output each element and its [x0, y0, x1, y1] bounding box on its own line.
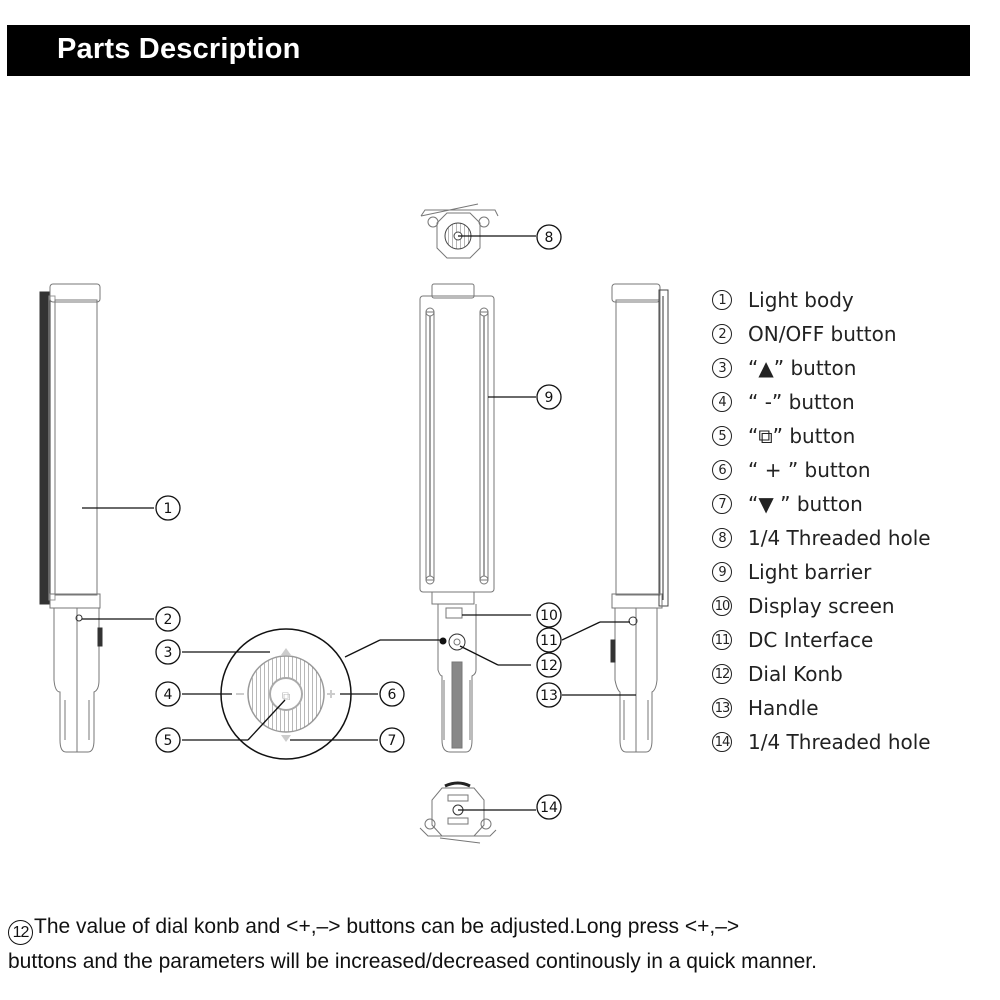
light-side-view-left — [39, 283, 103, 753]
legend-label: “▲” button — [748, 356, 857, 380]
legend-number: 3 — [712, 358, 732, 378]
light-side-view-right — [610, 283, 669, 753]
dial-detail-magnified: ⧉ — [220, 628, 441, 760]
legend-label: Handle — [748, 696, 819, 720]
legend-item: 11 DC Interface — [712, 623, 1000, 657]
callout-12: 12 — [536, 652, 562, 678]
dc-port-side — [628, 616, 638, 626]
callout-13: 13 — [536, 682, 562, 708]
svg-text:11: 11 — [540, 633, 558, 649]
legend-number: 1 — [712, 290, 732, 310]
legend-item: 12 Dial Konb — [712, 657, 1000, 691]
callout-1: 1 — [155, 495, 181, 521]
svg-text:1: 1 — [164, 501, 173, 517]
legend-item: 2 ON/OFF button — [712, 317, 1000, 351]
callout-14: 14 — [536, 794, 562, 820]
light-bottom-view — [419, 781, 497, 844]
legend-number: 12 — [712, 664, 732, 684]
callout-8: 8 — [536, 224, 562, 250]
legend-label: “⧉” button — [748, 424, 856, 448]
legend-number: 8 — [712, 528, 732, 548]
callout-3: 3 — [155, 639, 181, 665]
section-title: Parts Description — [57, 33, 301, 65]
light-barrier-left — [425, 311, 435, 581]
legend-number: 14 — [712, 732, 732, 752]
legend-label: Light body — [748, 288, 854, 312]
legend-label: 1/4 Threaded hole — [748, 730, 931, 754]
light-front-view — [419, 283, 495, 753]
note-text-1: The value of dial konb and <+,–> buttons… — [34, 915, 740, 938]
svg-text:5: 5 — [164, 733, 173, 749]
legend-label: Dial Konb — [748, 662, 843, 686]
note-text-2: buttons and the parameters will be incre… — [8, 950, 817, 973]
legend-label: Display screen — [748, 594, 895, 618]
leader-lines — [82, 235, 636, 811]
legend-number: 9 — [712, 562, 732, 582]
callout-10: 10 — [536, 602, 562, 628]
down-arrow-icon — [281, 735, 291, 742]
legend-item: 3 “▲” button — [712, 351, 1000, 385]
legend-number: 10 — [712, 596, 732, 616]
svg-text:2: 2 — [164, 612, 173, 628]
legend-number: 2 — [712, 324, 732, 344]
svg-text:9: 9 — [545, 390, 554, 406]
callout-7: 7 — [379, 727, 405, 753]
callout-9: 9 — [536, 384, 562, 410]
callout-6: 6 — [379, 681, 405, 707]
legend-item: 14 1/4 Threaded hole — [712, 725, 1000, 759]
legend-item: 1 Light body — [712, 283, 1000, 317]
legend-label: Light barrier — [748, 560, 872, 584]
plus-icon — [327, 690, 335, 698]
up-arrow-icon — [281, 648, 291, 655]
mode-icon-glyph: ⧉ — [282, 689, 291, 703]
legend-item: 9 Light barrier — [712, 555, 1000, 589]
legend-label: ON/OFF button — [748, 322, 897, 346]
svg-text:12: 12 — [540, 658, 558, 674]
legend-item: 8 1/4 Threaded hole — [712, 521, 1000, 555]
legend-label: “ -” button — [748, 390, 855, 414]
svg-text:13: 13 — [540, 688, 558, 704]
legend-label: “ + ” button — [748, 458, 871, 482]
legend-number: 4 — [712, 392, 732, 412]
legend-label: DC Interface — [748, 628, 874, 652]
parts-legend: 1 Light body 2 ON/OFF button 3 “▲” button 4… — [712, 283, 1000, 759]
svg-text:6: 6 — [388, 687, 397, 703]
left-light-panel — [39, 291, 51, 605]
legend-number: 7 — [712, 494, 732, 514]
legend-label: “▼ ” button — [748, 492, 863, 516]
legend-item: 5 “⧉” button — [712, 419, 1000, 453]
callout-4: 4 — [155, 681, 181, 707]
svg-text:14: 14 — [540, 800, 558, 816]
svg-text:8: 8 — [545, 230, 554, 246]
legend-number: 5 — [712, 426, 732, 446]
note-number: 12 — [8, 920, 33, 945]
legend-item: 10 Display screen — [712, 589, 1000, 623]
callout-5: 5 — [155, 727, 181, 753]
legend-item: 4 “ -” button — [712, 385, 1000, 419]
svg-text:3: 3 — [164, 645, 173, 661]
legend-label: 1/4 Threaded hole — [748, 526, 931, 550]
svg-text:4: 4 — [164, 687, 173, 703]
legend-number: 11 — [712, 630, 732, 650]
dc-port-front — [439, 637, 447, 645]
svg-text:10: 10 — [540, 608, 558, 624]
section-header-bar: Parts Description — [7, 25, 970, 76]
legend-number: 13 — [712, 698, 732, 718]
light-barrier-right — [479, 311, 489, 581]
callout-2: 2 — [155, 606, 181, 632]
legend-number: 6 — [712, 460, 732, 480]
svg-text:7: 7 — [388, 733, 397, 749]
light-top-view — [420, 203, 499, 259]
legend-item: 7 “▼ ” button — [712, 487, 1000, 521]
display-screen — [445, 607, 463, 619]
dial-knob — [448, 633, 466, 651]
note-line-2: buttons and the parameters will be incre… — [8, 945, 998, 979]
legend-item: 13 Handle — [712, 691, 1000, 725]
callout-11: 11 — [536, 627, 562, 653]
legend-item: 6 “ + ” button — [712, 453, 1000, 487]
